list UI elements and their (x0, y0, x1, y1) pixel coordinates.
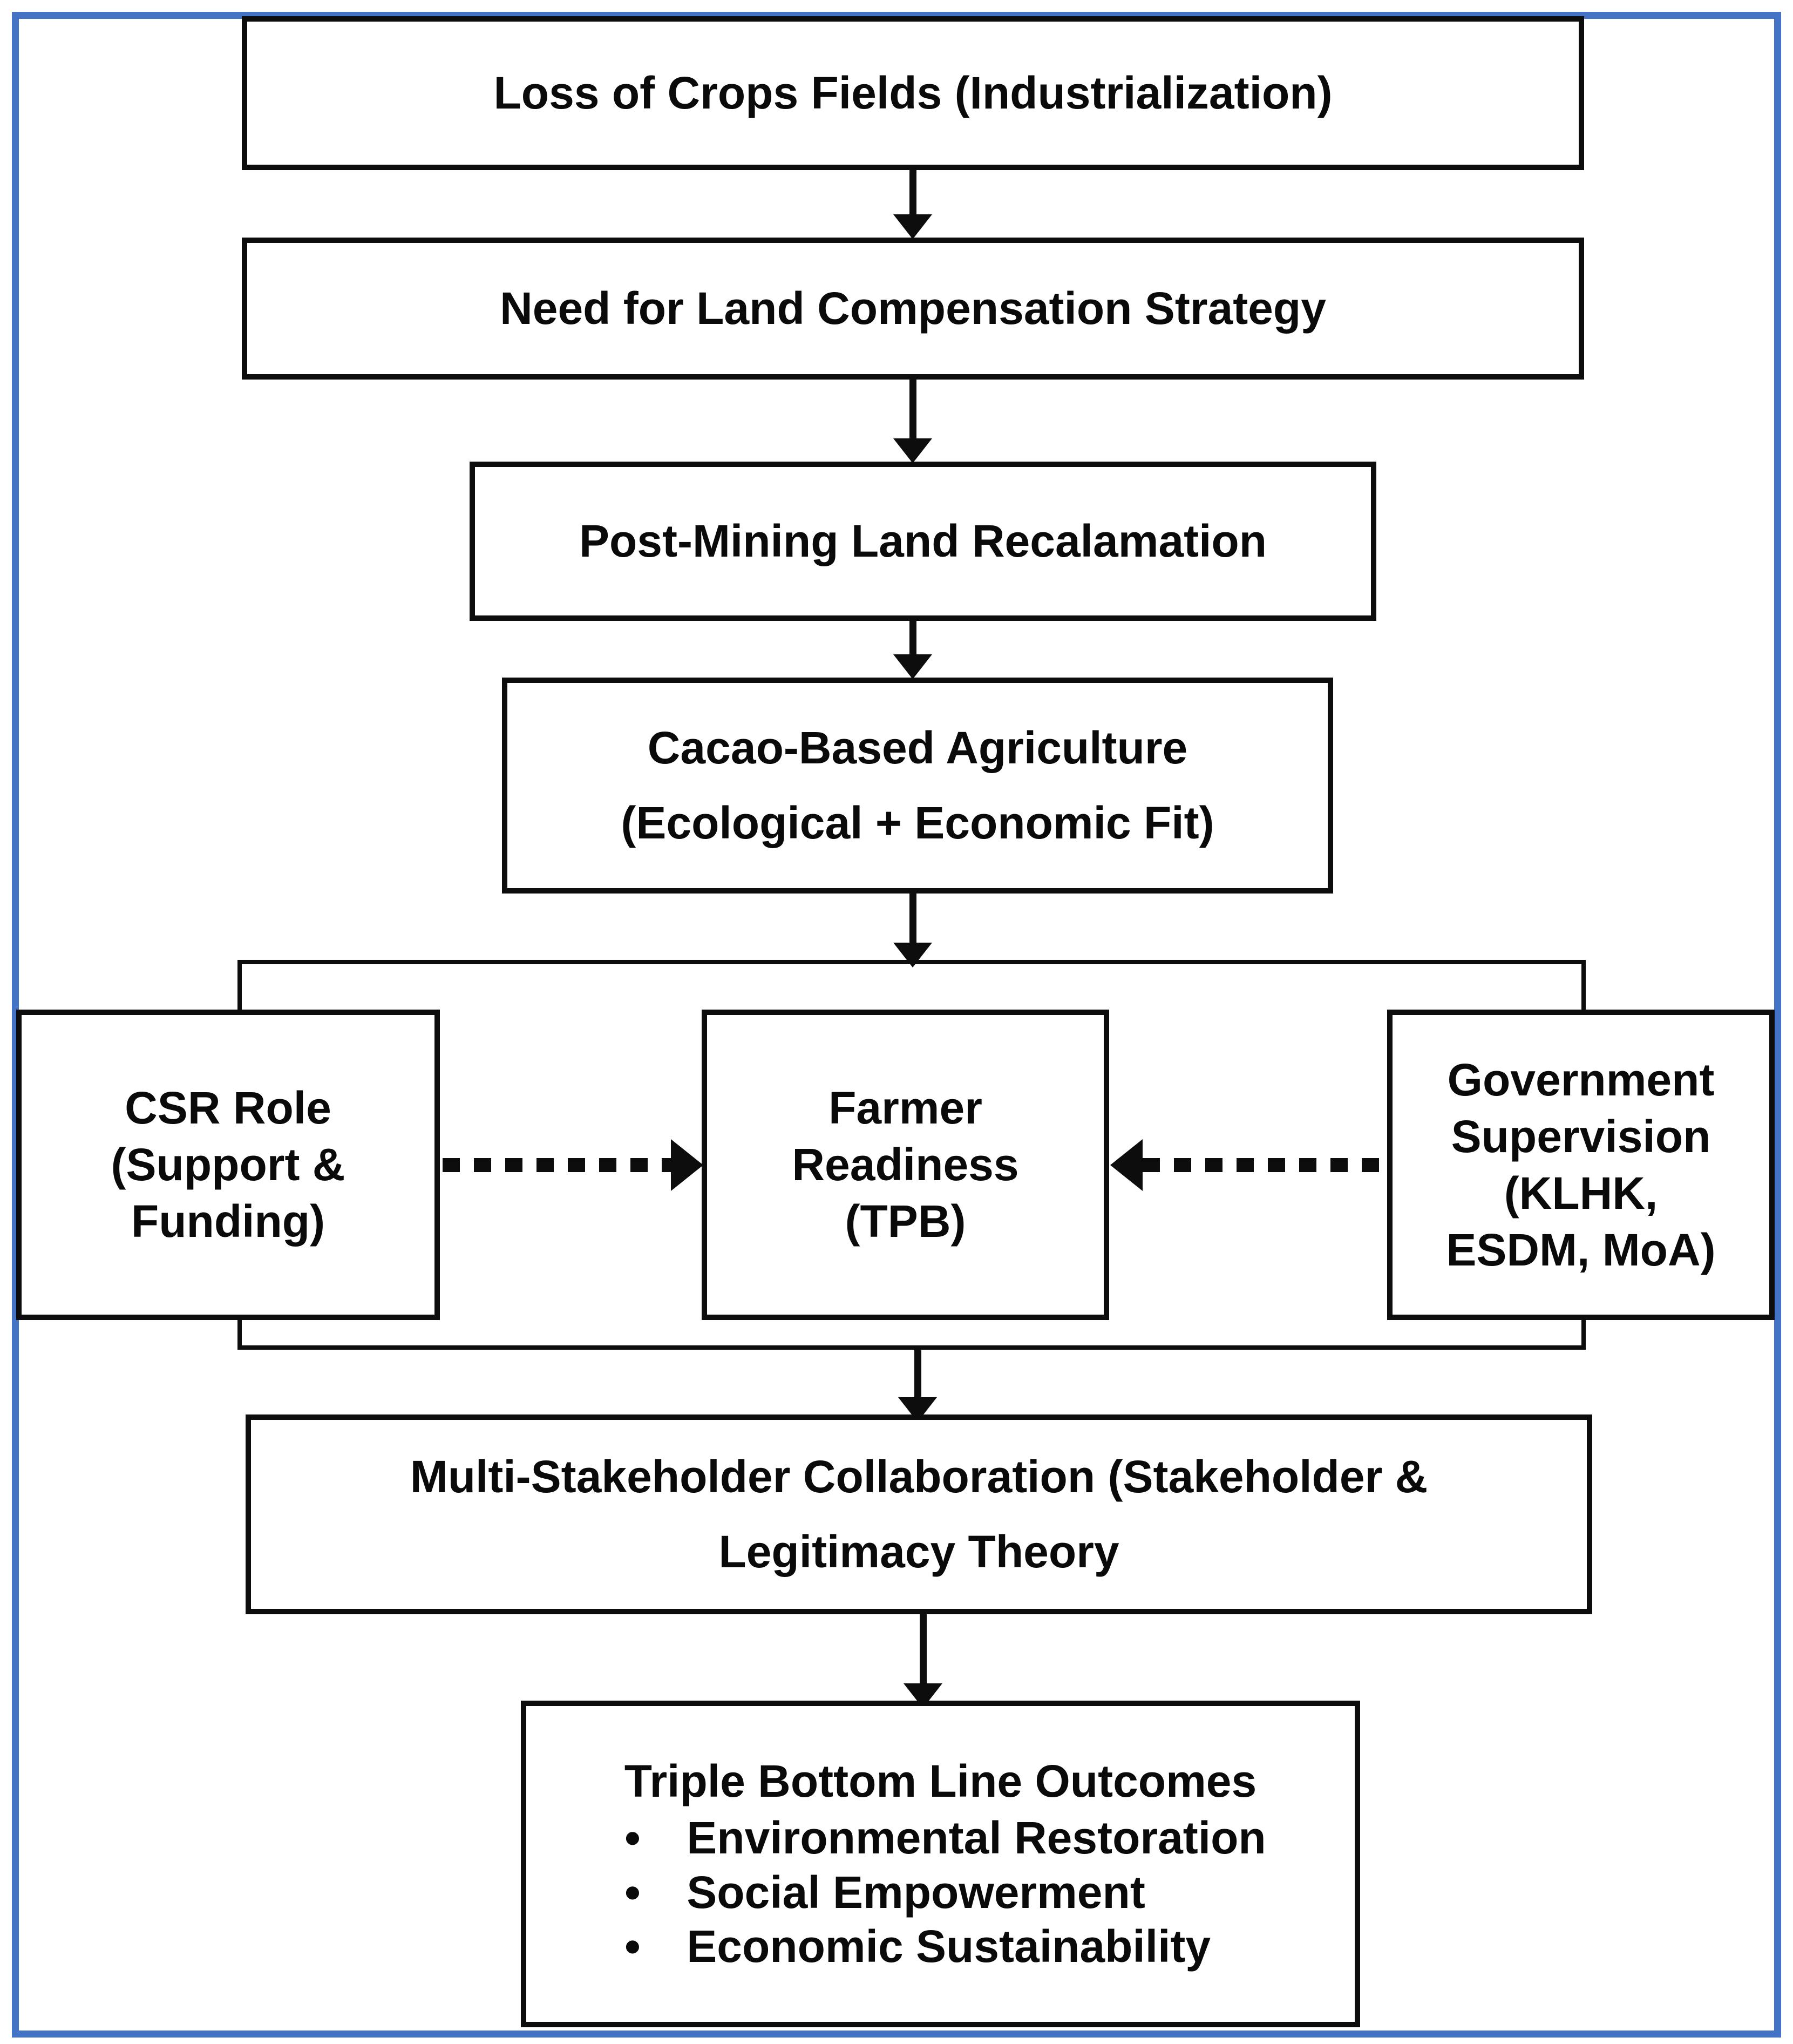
box-land-compensation: Need for Land Compensation Strategy (242, 238, 1584, 380)
arrow-shaft (914, 1350, 921, 1397)
box-government-supervision-line3: (KLHK, (1504, 1167, 1658, 1219)
triple-bottom-line-title: Triple Bottom Line Outcomes (624, 1755, 1257, 1806)
box-csr-role-line1: CSR Role (125, 1082, 331, 1133)
bullet-item-social: • Social Empowerment (615, 1865, 1266, 1920)
box-government-supervision-line1: Government (1447, 1054, 1715, 1105)
dashed-connector-government-to-farmer (1143, 1158, 1387, 1172)
triple-bottom-line-bullet-list: • Environmental Restoration • Social Empow… (615, 1811, 1266, 1974)
box-land-compensation-label: Need for Land Compensation Strategy (500, 283, 1326, 334)
box-multi-stakeholder-line2: Legitimacy Theory (718, 1526, 1119, 1577)
box-triple-bottom-line: Triple Bottom Line Outcomes • Environment… (521, 1701, 1360, 2027)
arrow-shaft (919, 1614, 927, 1683)
bullet-item-economic: • Economic Sustainability (615, 1919, 1266, 1974)
box-farmer-readiness-line3: (TPB) (845, 1196, 966, 1247)
dashed-connector-csr-to-farmer (443, 1158, 672, 1172)
box-farmer-readiness: Farmer Readiness (TPB) (702, 1010, 1109, 1320)
arrow-cacao-to-container (893, 894, 932, 967)
bullet-dot-icon: • (624, 1866, 641, 1918)
box-government-supervision-line2: Supervision (1451, 1111, 1711, 1162)
box-loss-of-crops-label: Loss of Crops Fields (Industrialization) (493, 67, 1333, 118)
arrow-shaft (909, 380, 916, 438)
box-government-supervision-line4: ESDM, MoA) (1446, 1224, 1716, 1275)
box-post-mining-reclamation: Post-Mining Land Recalamation (470, 462, 1376, 621)
arrow-shaft (909, 621, 916, 654)
box-cacao-agriculture: Cacao-Based Agriculture (Ecological + Ec… (502, 678, 1333, 894)
box-loss-of-crops: Loss of Crops Fields (Industrialization) (242, 16, 1584, 170)
box-post-mining-reclamation-label: Post-Mining Land Recalamation (579, 516, 1267, 566)
arrow-need-to-postmining (893, 380, 932, 463)
bullet-dot-icon: • (624, 1812, 641, 1863)
arrow-shaft (909, 894, 916, 943)
box-farmer-readiness-line1: Farmer (828, 1082, 982, 1133)
bullet-dot-icon: • (624, 1921, 641, 1972)
arrow-collaboration-to-outcomes (904, 1614, 942, 1708)
box-csr-role: CSR Role (Support & Funding) (16, 1010, 440, 1320)
arrow-down-icon (893, 654, 932, 679)
arrow-down-icon (893, 438, 932, 463)
dashed-arrow-left-icon (1110, 1139, 1143, 1191)
arrow-down-icon (893, 214, 932, 239)
box-government-supervision: Government Supervision (KLHK, ESDM, MoA) (1387, 1010, 1775, 1320)
bullet-item-economic-label: Economic Sustainability (687, 1921, 1211, 1972)
bullet-item-environmental: • Environmental Restoration (615, 1811, 1266, 1865)
box-multi-stakeholder-collaboration: Multi-Stakeholder Collaboration (Stakeho… (246, 1414, 1592, 1614)
arrow-postmining-to-cacao (893, 621, 932, 679)
dashed-arrow-right-icon (671, 1139, 703, 1191)
bullet-item-social-label: Social Empowerment (687, 1866, 1145, 1918)
arrow-down-icon (893, 943, 932, 967)
bullet-item-environmental-label: Environmental Restoration (687, 1812, 1266, 1863)
box-cacao-agriculture-line1: Cacao-Based Agriculture (647, 722, 1188, 774)
box-multi-stakeholder-line1: Multi-Stakeholder Collaboration (Stakeho… (410, 1451, 1428, 1502)
box-farmer-readiness-line2: Readiness (792, 1139, 1019, 1190)
arrow-container-to-collaboration (898, 1350, 937, 1422)
box-csr-role-line3: Funding) (131, 1196, 325, 1247)
box-csr-role-line2: (Support & (111, 1139, 345, 1190)
arrow-shaft (909, 170, 916, 214)
box-cacao-agriculture-line2: (Ecological + Economic Fit) (621, 797, 1214, 848)
arrow-loss-to-need (893, 170, 932, 239)
